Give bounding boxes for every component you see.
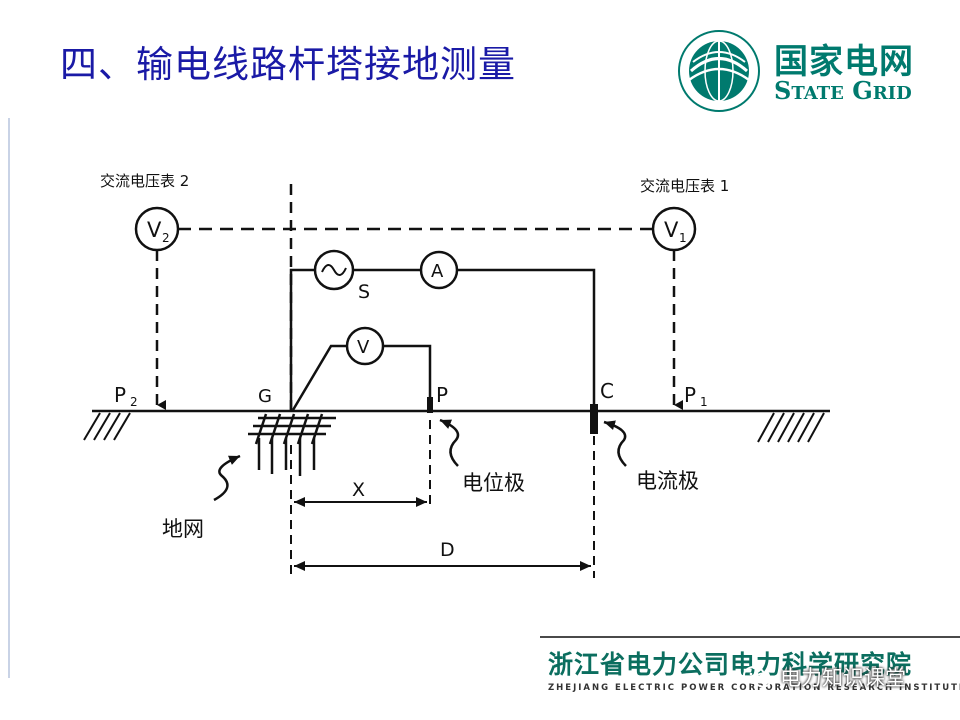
logo-name-cn: 国家电网 <box>774 42 914 82</box>
potential-electrode-label: 电位极 <box>462 471 525 495</box>
current-electrode-stake <box>590 404 598 434</box>
voltmeter-2-caption: 交流电压表 2 <box>100 172 189 190</box>
state-grid-globe-icon <box>678 30 760 112</box>
logo-name-en: STATE GRID <box>774 76 912 105</box>
d-label: D <box>440 539 455 561</box>
potential-electrode-stake <box>427 397 433 413</box>
institute-name-en: ZHEJIANG ELECTRIC POWER CORPORATION RESE… <box>548 683 960 693</box>
current-electrode-pointer <box>603 420 627 467</box>
svg-text:A: A <box>431 261 444 282</box>
slide-left-rule <box>8 118 10 678</box>
p2-label: P <box>114 383 126 407</box>
p1-sub: 1 <box>700 395 708 409</box>
svg-text:V: V <box>357 337 370 358</box>
p-label: P <box>436 383 448 407</box>
voltmeter: V <box>345 326 385 366</box>
ground-grid-mesh <box>248 413 336 476</box>
c-label: C <box>600 379 614 403</box>
ground-grid-label: 地网 <box>162 517 204 541</box>
p1-label: P <box>684 383 696 407</box>
ammeter: A <box>419 250 459 290</box>
g-label: G <box>258 386 272 407</box>
slide-title: 四、输电线路杆塔接地测量 <box>60 43 516 86</box>
source-label: S <box>358 281 370 303</box>
dimension-x <box>290 420 431 578</box>
voltmeter-2: V 2 <box>134 206 180 252</box>
current-electrode-label: 电流极 <box>636 469 699 493</box>
wechat-icon <box>743 666 772 688</box>
footer-rule <box>540 636 960 638</box>
voltage-loop-wire <box>291 344 432 411</box>
x-label: X <box>352 479 365 501</box>
watermark: 电力知识课堂 <box>742 662 906 692</box>
ground-grid-pointer <box>213 454 241 502</box>
voltmeter-1-caption: 交流电压表 1 <box>640 177 729 195</box>
ground-surface <box>83 409 830 443</box>
watermark-text: 电力知识课堂 <box>780 666 906 690</box>
current-loop-wire <box>289 268 596 412</box>
dimension-d <box>294 436 595 578</box>
potential-electrode-pointer <box>439 418 460 467</box>
svg-text:2: 2 <box>162 231 170 245</box>
state-grid-logo: 国家电网 STATE GRID <box>676 28 936 114</box>
voltmeter-1: V 1 <box>651 206 697 252</box>
ac-source <box>313 249 355 291</box>
svg-text:1: 1 <box>679 231 687 245</box>
svg-text:V: V <box>664 218 679 242</box>
p2-sub: 2 <box>130 395 138 409</box>
svg-text:V: V <box>147 218 162 242</box>
institute-name-cn: 浙江省电力公司电力科学研究院 <box>548 650 913 679</box>
